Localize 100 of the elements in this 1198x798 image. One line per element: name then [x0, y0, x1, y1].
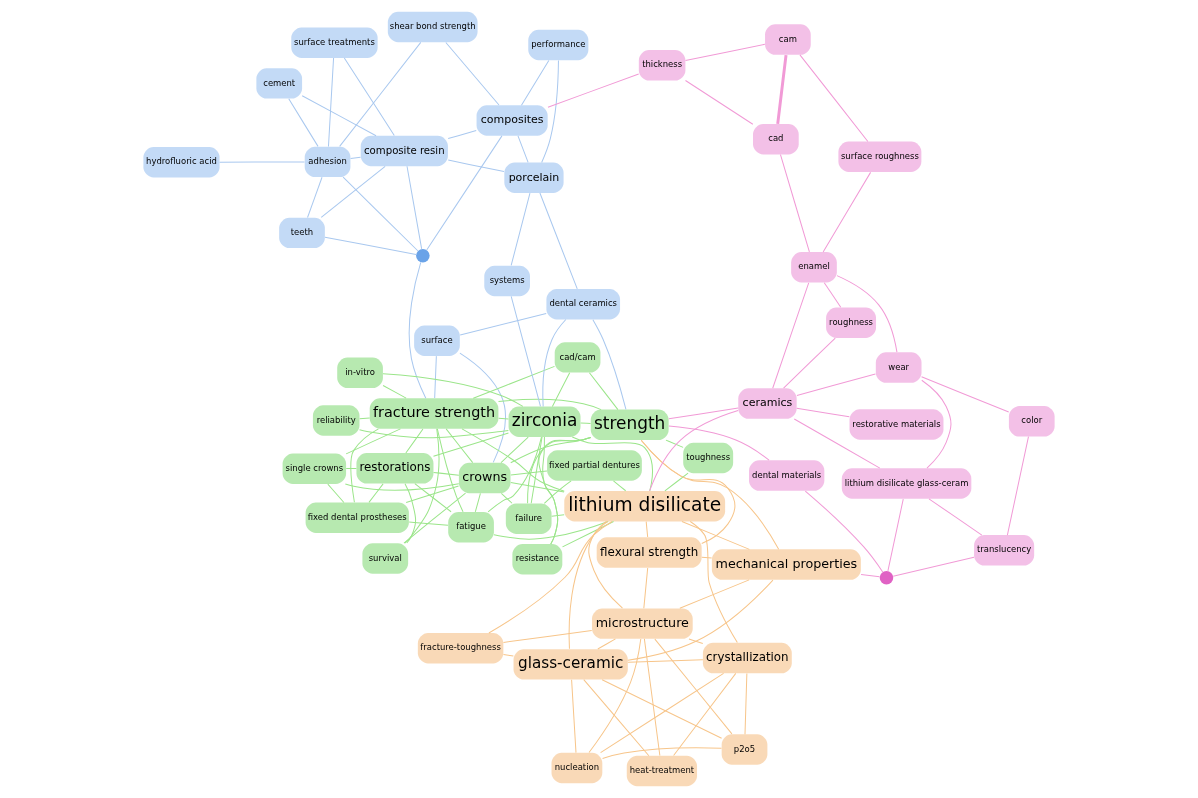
connector	[793, 418, 881, 469]
node-box: lithium disilicate	[564, 490, 726, 522]
connector	[664, 472, 689, 492]
connector	[588, 372, 619, 411]
connector	[344, 483, 460, 491]
node-box: fracture strength	[369, 398, 499, 429]
connector	[404, 483, 417, 544]
node-box: flexural strength	[596, 537, 702, 568]
node-box: surface roughness	[838, 141, 922, 172]
connector	[668, 425, 770, 461]
connector	[459, 352, 506, 463]
connector	[776, 54, 788, 125]
connector	[502, 630, 593, 643]
connector	[432, 432, 509, 457]
node-box: toughness	[683, 442, 734, 474]
node-box: translucency	[974, 535, 1035, 566]
connector	[459, 312, 547, 336]
connector	[796, 407, 850, 418]
node-circle	[416, 249, 430, 263]
node-box: porcelain	[504, 162, 564, 193]
node-box: microstructure	[591, 608, 693, 639]
connector	[928, 498, 983, 536]
connector	[547, 73, 640, 108]
node-box: systems	[484, 265, 530, 297]
node-circle	[879, 570, 894, 585]
connector	[345, 428, 401, 455]
connector	[404, 428, 440, 544]
connector	[520, 60, 550, 106]
node-box: failure	[505, 503, 552, 534]
connector	[350, 156, 362, 160]
node-box: fixed partial dentures	[547, 450, 642, 481]
connector	[588, 638, 642, 753]
node-box: lithium disilicate glass-ceram	[841, 468, 972, 499]
connector	[580, 422, 592, 424]
connector	[510, 192, 531, 266]
connector	[668, 407, 739, 420]
connector	[327, 483, 345, 503]
connector	[414, 483, 452, 513]
node-box: reliability	[312, 405, 360, 436]
connector	[382, 384, 407, 399]
connector	[539, 192, 578, 290]
node-box: shear bond strength	[387, 11, 478, 43]
node-box: fracture-toughness	[417, 633, 504, 664]
node-box: cad/cam	[554, 342, 601, 373]
connector	[543, 480, 572, 504]
connector	[571, 679, 577, 754]
node-box: adhesion	[304, 146, 351, 178]
connector	[219, 161, 305, 163]
connector	[436, 428, 464, 513]
connector	[783, 337, 836, 389]
connector	[627, 579, 774, 661]
node-box: p2o5	[721, 734, 768, 765]
connector	[474, 492, 481, 513]
connector	[649, 410, 739, 492]
node-box: fatigue	[448, 512, 494, 543]
connector	[665, 439, 684, 448]
connector	[403, 492, 467, 544]
node-box: nucleation	[551, 752, 603, 784]
connector	[542, 319, 567, 407]
node-box: fixed dental prostheses	[305, 502, 409, 533]
connector	[500, 492, 513, 504]
connector	[684, 43, 766, 62]
node-box: composite resin	[360, 135, 448, 167]
node-box: thickness	[638, 50, 686, 81]
connector	[600, 672, 725, 754]
connector	[673, 672, 737, 756]
connector	[350, 428, 379, 503]
connector	[645, 521, 649, 538]
connector	[681, 521, 750, 550]
connector	[701, 556, 713, 559]
connector	[517, 135, 529, 163]
connector	[434, 355, 437, 399]
connector	[510, 482, 565, 493]
connector	[571, 436, 653, 492]
connector	[796, 373, 876, 397]
connector	[744, 673, 748, 735]
connector	[860, 573, 881, 578]
connector	[772, 282, 810, 389]
connector	[472, 365, 556, 399]
connector	[597, 638, 616, 650]
node-box: cement	[256, 68, 303, 99]
connector	[368, 483, 384, 503]
connector	[408, 521, 449, 526]
node-box: resistance	[512, 544, 563, 575]
node-box: surface	[414, 325, 460, 356]
node-box: dental materials	[749, 460, 825, 491]
connector	[406, 165, 423, 250]
connector	[822, 171, 872, 253]
connector	[654, 638, 733, 735]
connector	[324, 236, 417, 255]
connector	[502, 654, 514, 657]
connector	[627, 659, 704, 663]
connector	[342, 176, 419, 252]
node-box: heat-treatment	[626, 755, 698, 787]
node-box: ceramics	[738, 388, 797, 419]
connector	[804, 490, 884, 573]
connector	[359, 429, 509, 439]
node-box: roughness	[826, 307, 877, 338]
connector	[426, 135, 503, 251]
connector	[445, 428, 474, 464]
